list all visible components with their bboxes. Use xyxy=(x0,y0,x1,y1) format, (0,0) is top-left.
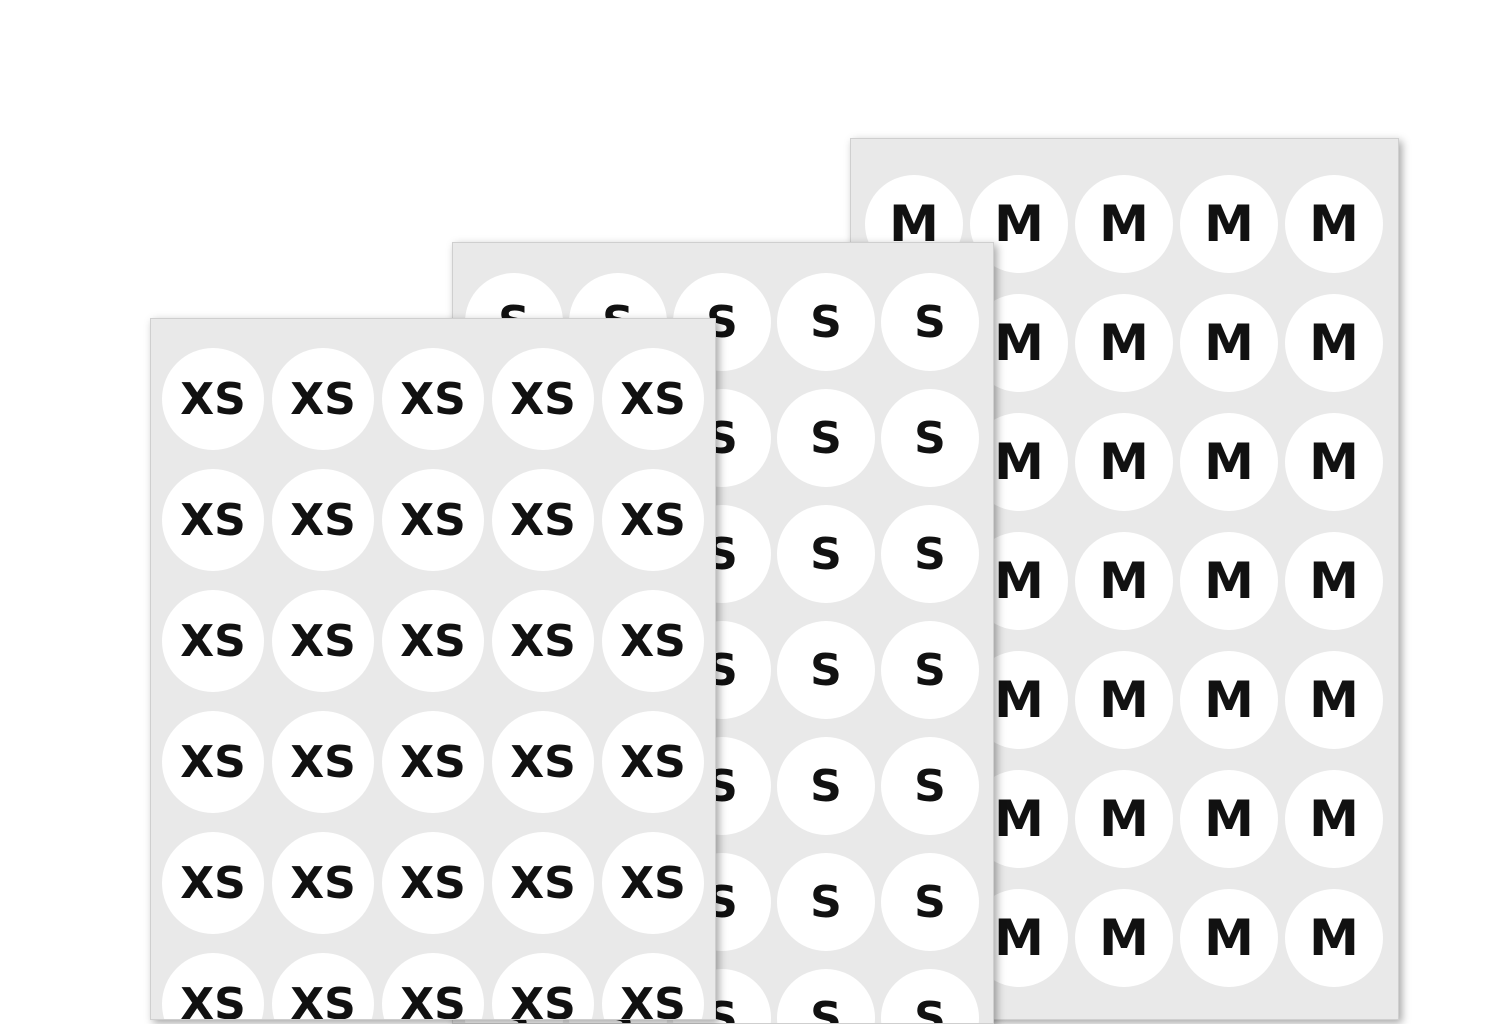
size-sticker: XS xyxy=(492,711,594,813)
size-sticker: XS xyxy=(162,348,264,450)
size-sticker: M xyxy=(1180,889,1278,987)
size-sticker: XS xyxy=(602,953,704,1019)
size-sticker: XS xyxy=(272,590,374,692)
size-sticker: XS xyxy=(162,711,264,813)
size-sticker: M xyxy=(1075,889,1173,987)
size-sticker: M xyxy=(1285,532,1383,630)
size-sticker: XS xyxy=(602,469,704,571)
size-sticker: S xyxy=(777,273,875,371)
size-sticker: M xyxy=(1180,532,1278,630)
size-sticker: M xyxy=(1075,770,1173,868)
size-sticker: XS xyxy=(382,832,484,934)
size-sticker: S xyxy=(881,737,979,835)
size-sticker: M xyxy=(1285,413,1383,511)
size-sticker: M xyxy=(1285,175,1383,273)
size-sticker: S xyxy=(881,505,979,603)
size-sticker: XS xyxy=(272,348,374,450)
size-sticker: XS xyxy=(272,953,374,1019)
size-sticker: M xyxy=(1075,651,1173,749)
size-sticker: S xyxy=(777,969,875,1023)
size-sticker: XS xyxy=(382,953,484,1019)
size-sticker: M xyxy=(1180,651,1278,749)
sticker-sheet-m: MMMMMMMMMMMMMMMMMMMMMMMMMMMMMMMMMMM xyxy=(850,138,1399,1020)
sticker-grid-m: MMMMMMMMMMMMMMMMMMMMMMMMMMMMMMMMMMM xyxy=(865,175,1383,987)
size-sticker: M xyxy=(1285,294,1383,392)
size-sticker: XS xyxy=(162,590,264,692)
size-sticker: XS xyxy=(492,832,594,934)
size-sticker: XS xyxy=(602,711,704,813)
size-sticker: S xyxy=(881,853,979,951)
size-sticker: S xyxy=(777,389,875,487)
size-sticker: M xyxy=(1180,770,1278,868)
size-sticker: M xyxy=(1285,651,1383,749)
size-sticker: S xyxy=(881,969,979,1023)
size-sticker: XS xyxy=(382,711,484,813)
size-sticker: S xyxy=(881,273,979,371)
size-sticker: XS xyxy=(272,469,374,571)
size-sticker: M xyxy=(1075,294,1173,392)
size-sticker: XS xyxy=(162,469,264,571)
size-sticker: XS xyxy=(602,590,704,692)
size-sticker: S xyxy=(777,853,875,951)
size-sticker: XS xyxy=(162,953,264,1019)
size-sticker: M xyxy=(1180,413,1278,511)
size-sticker: M xyxy=(1075,532,1173,630)
size-sticker: XS xyxy=(162,832,264,934)
size-sticker: S xyxy=(881,389,979,487)
size-sticker: M xyxy=(1180,294,1278,392)
size-sticker: XS xyxy=(272,832,374,934)
size-sticker: XS xyxy=(492,348,594,450)
size-sticker: M xyxy=(1285,889,1383,987)
size-sticker: XS xyxy=(602,348,704,450)
size-sticker: M xyxy=(1075,413,1173,511)
size-sticker: M xyxy=(1075,175,1173,273)
size-sticker: M xyxy=(1285,770,1383,868)
size-sticker: XS xyxy=(382,590,484,692)
size-sticker: S xyxy=(881,621,979,719)
size-sticker: M xyxy=(1180,175,1278,273)
size-sticker: XS xyxy=(382,469,484,571)
size-sticker: XS xyxy=(272,711,374,813)
size-sticker: XS xyxy=(492,953,594,1019)
size-sticker: S xyxy=(777,737,875,835)
size-sticker: XS xyxy=(492,469,594,571)
size-sticker: S xyxy=(777,505,875,603)
size-sticker: XS xyxy=(602,832,704,934)
size-sticker: XS xyxy=(492,590,594,692)
size-sticker: S xyxy=(777,621,875,719)
size-sticker: XS xyxy=(382,348,484,450)
